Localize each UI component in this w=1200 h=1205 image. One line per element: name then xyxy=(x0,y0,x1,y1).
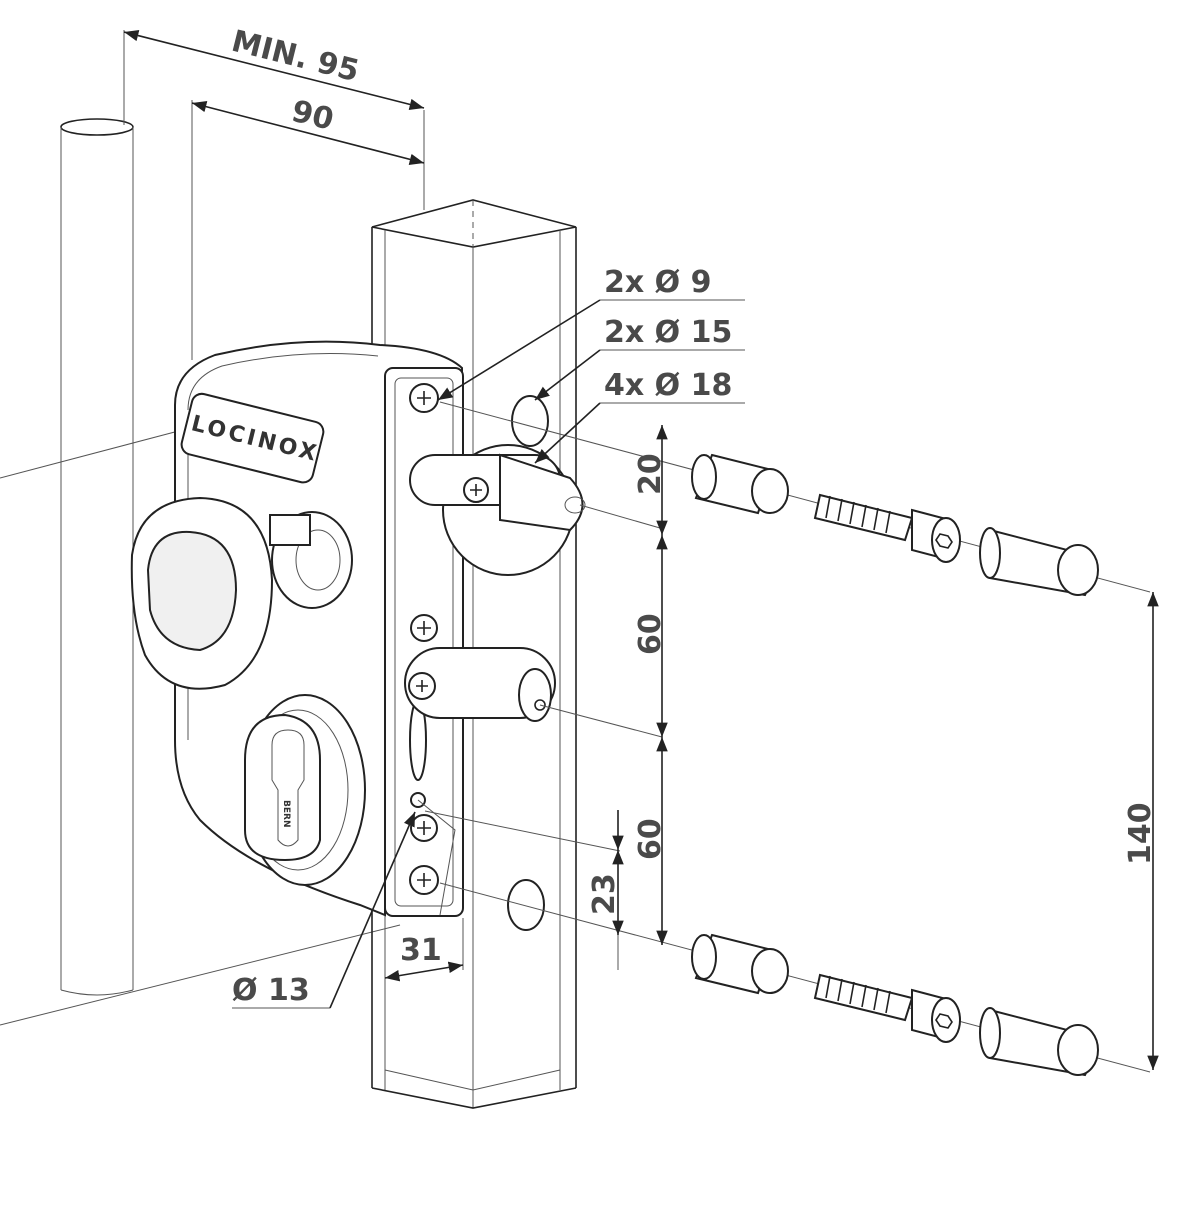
faceplate-screw-4 xyxy=(409,865,439,895)
dim-hole-9-label: 2x Ø 9 xyxy=(604,265,712,300)
faceplate-screw-1 xyxy=(409,383,439,413)
dim-min-width-line xyxy=(123,29,425,111)
faceplate-screw-2 xyxy=(410,614,438,642)
dim-60a-label: 60 xyxy=(633,613,668,655)
dim-hole-13-label: Ø 13 xyxy=(232,973,310,1008)
fixing-set-upper xyxy=(691,453,1099,597)
faceplate-screw-3 xyxy=(410,814,438,842)
dim-60b-label: 60 xyxy=(633,818,668,860)
fixing-set-lower xyxy=(691,933,1099,1077)
dim-width-label: 90 xyxy=(288,94,337,138)
tube-hole-lower xyxy=(507,879,545,931)
tube-hole-upper xyxy=(511,395,549,447)
construction-line xyxy=(0,924,401,1026)
dim-hole-18-label: 4x Ø 18 xyxy=(604,368,732,403)
dim-20-label: 20 xyxy=(633,453,668,495)
lock-cylinder: BERN xyxy=(244,694,366,886)
dim-140-label: 140 xyxy=(1123,802,1158,865)
lock-body: LOCINOX BERN xyxy=(130,340,464,917)
dim-31-label: 31 xyxy=(400,933,442,968)
latch-bolt xyxy=(409,444,586,576)
dim-23-label: 23 xyxy=(587,873,622,915)
dim-min-width-label: MIN. 95 xyxy=(228,24,362,89)
brand-plate xyxy=(180,392,325,484)
cylinder-mark: BERN xyxy=(281,800,291,827)
dead-bolt xyxy=(404,647,556,722)
dim-width-line xyxy=(191,101,425,165)
round-post xyxy=(60,118,134,996)
door-knob xyxy=(130,496,353,690)
dim-hole-15-label: 2x Ø 15 xyxy=(604,315,732,350)
